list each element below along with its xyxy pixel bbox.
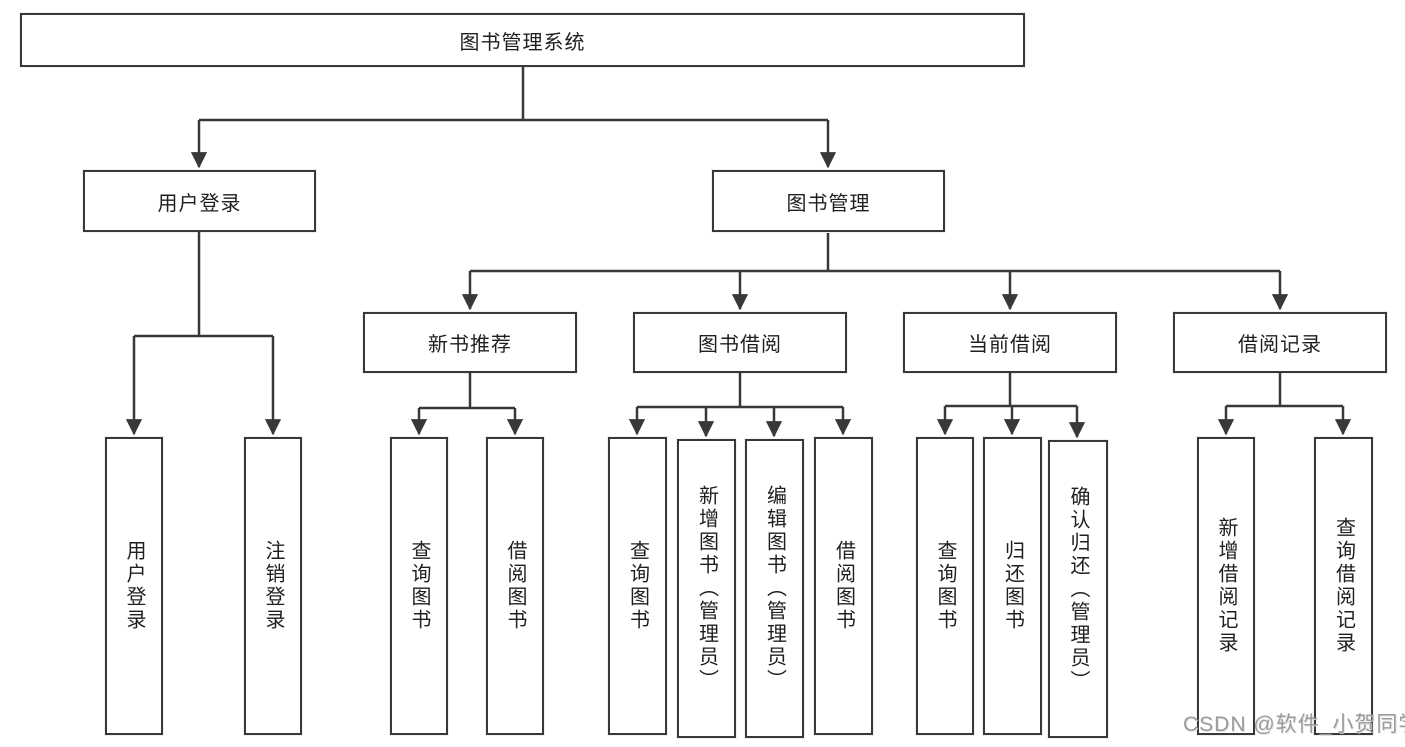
- leaf-borrow-books: 借阅图书: [814, 437, 873, 735]
- leaf-query-borrow-record: 查询借阅记录: [1314, 437, 1373, 735]
- leaf-add-borrow-record: 新增借阅记录: [1197, 437, 1255, 735]
- leaf-add-books-admin: 新增图书（管理员）: [677, 439, 736, 738]
- node-borrow-records: 借阅记录: [1173, 312, 1387, 373]
- leaf-edit-books-admin: 编辑图书（管理员）: [745, 439, 804, 738]
- leaf-query-books-recommend: 查询图书: [390, 437, 448, 735]
- node-new-book-recommend: 新书推荐: [363, 312, 577, 373]
- leaf-query-books-borrow: 查询图书: [608, 437, 667, 735]
- csdn-watermark: CSDN @软件_小贺同学: [1183, 713, 1405, 736]
- leaf-logout: 注销登录: [244, 437, 302, 735]
- node-book-management: 图书管理: [712, 170, 945, 232]
- node-book-borrow: 图书借阅: [633, 312, 847, 373]
- leaf-return-books: 归还图书: [983, 437, 1042, 735]
- node-root-label: 图书管理系统: [459, 31, 586, 54]
- node-current-borrow: 当前借阅: [903, 312, 1117, 373]
- leaf-borrow-books-recommend: 借阅图书: [486, 437, 544, 735]
- node-root-system: 图书管理系统: [20, 13, 1025, 67]
- leaf-user-login: 用户登录: [105, 437, 163, 735]
- leaf-query-books-current: 查询图书: [916, 437, 974, 735]
- leaf-confirm-return-admin: 确认归还（管理员）: [1048, 440, 1108, 738]
- node-user-login: 用户登录: [83, 170, 316, 232]
